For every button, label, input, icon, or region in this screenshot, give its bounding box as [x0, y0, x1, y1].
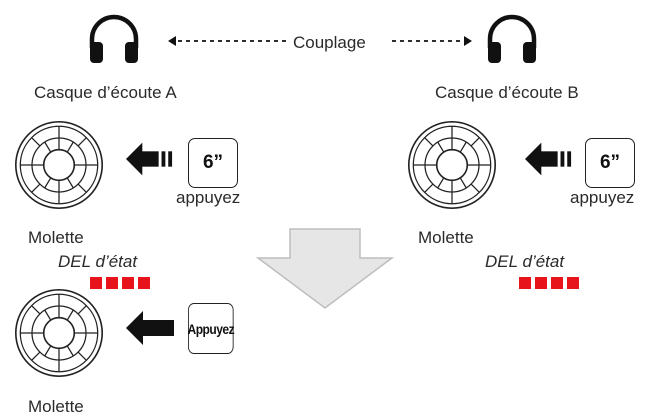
- led-segment: [519, 277, 531, 289]
- status-led: [90, 277, 150, 289]
- led-segment: [122, 277, 134, 289]
- headset-b-caption: Casque d’écoute B: [435, 83, 579, 102]
- led-segment: [138, 277, 150, 289]
- press-button-label: Appuyez: [187, 320, 235, 337]
- headphones-icon: [486, 14, 538, 64]
- wheel-icon: [14, 288, 104, 378]
- coupling-label: Couplage: [293, 33, 366, 52]
- wheel-caption: Molette: [28, 228, 84, 247]
- hold-6s-label: 6”: [599, 152, 621, 173]
- headphones-icon: [88, 14, 140, 64]
- led-segment: [535, 277, 547, 289]
- led-segment: [90, 277, 102, 289]
- down-arrow-icon: [255, 228, 395, 309]
- press-caption: appuyez: [570, 188, 635, 207]
- wheel-icon: [14, 120, 104, 210]
- headset-a-caption: Casque d’écoute A: [34, 83, 177, 102]
- coupling-arrow: [168, 36, 472, 46]
- status-led: [519, 277, 579, 289]
- press-button: Appuyez: [187, 303, 235, 354]
- press-arrow-icon: [126, 142, 174, 176]
- led-segment: [106, 277, 118, 289]
- hold-6s-button: 6”: [585, 138, 635, 188]
- led-caption: DEL d’état: [485, 252, 565, 271]
- wheel-icon: [407, 120, 497, 210]
- hold-6s-label: 6”: [202, 152, 224, 173]
- led-segment: [551, 277, 563, 289]
- press-arrow-icon: [525, 142, 573, 176]
- hold-6s-button: 6”: [188, 138, 238, 188]
- press-arrow-icon: [126, 311, 174, 345]
- press-caption: appuyez: [176, 188, 241, 207]
- led-segment: [567, 277, 579, 289]
- led-caption: DEL d’état: [58, 252, 138, 271]
- wheel-caption: Molette: [28, 397, 84, 416]
- wheel-caption: Molette: [418, 228, 474, 247]
